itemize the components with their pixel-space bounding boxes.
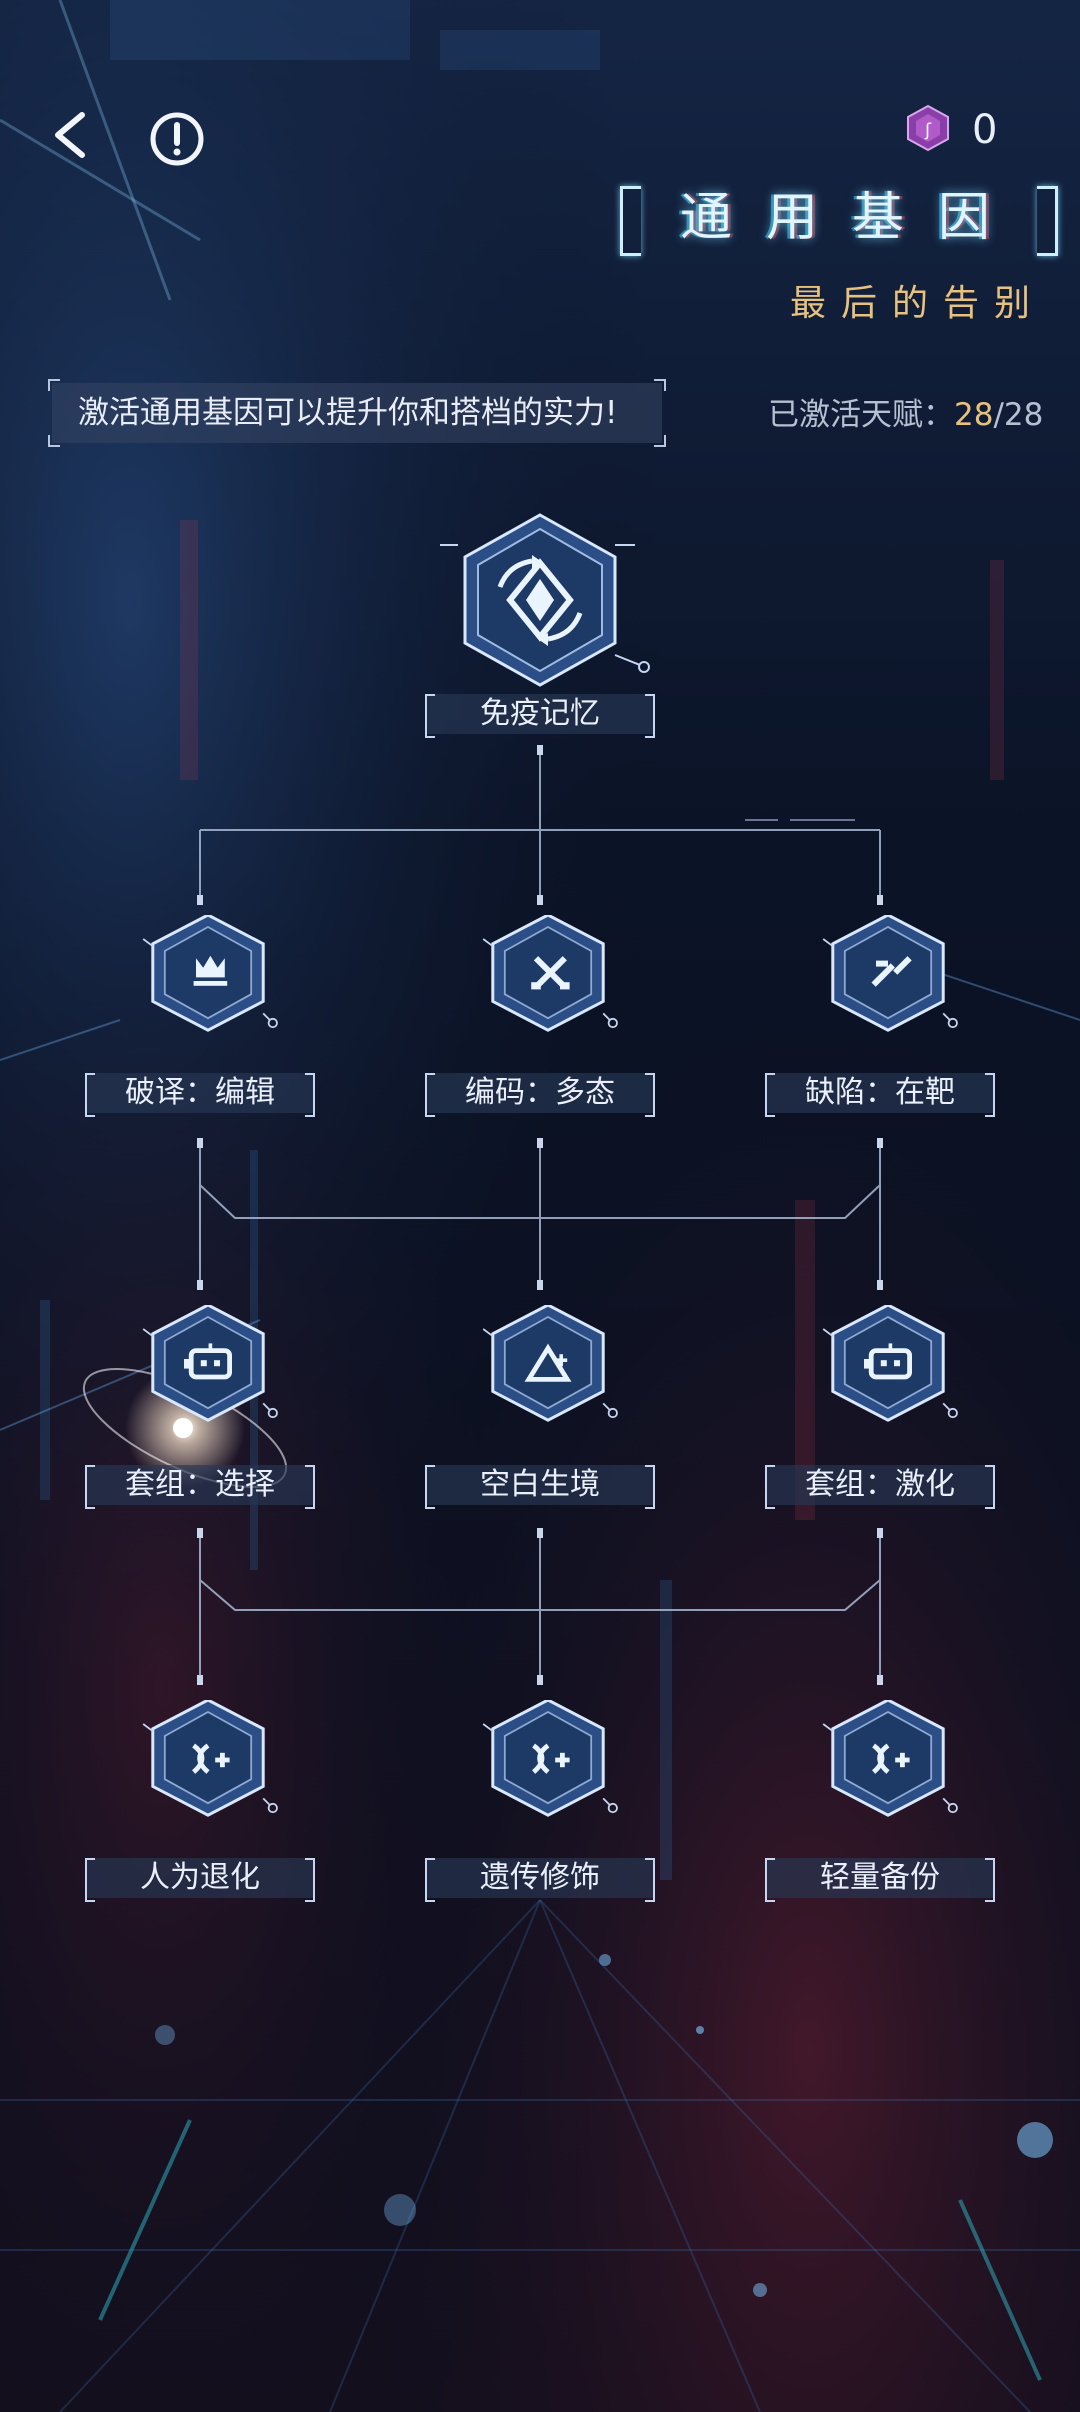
robot-head-icon (822, 1303, 958, 1422)
gene-node-label-text: 编码：多态 (465, 1075, 615, 1110)
broken-blade-icon (822, 913, 958, 1032)
gene-node-tier1-1-label: 编码：多态 (425, 1073, 655, 1117)
gene-node-root-label: 免疫记忆 (425, 694, 655, 738)
gene-node-label-text: 遗传修饰 (480, 1860, 600, 1895)
dna-plus-icon (822, 1698, 958, 1817)
gene-node-label-text: 轻量备份 (820, 1860, 940, 1895)
gene-node-tier2-1-label: 空白生境 (425, 1465, 655, 1509)
progress-total: 28 (1003, 397, 1044, 433)
page-subtitle: 最后的告别 (790, 283, 1046, 324)
dna-plus-icon (482, 1698, 618, 1817)
gene-node-root-text: 免疫记忆 (480, 696, 600, 731)
gene-node-tier3-1-label: 遗传修饰 (425, 1858, 655, 1902)
hint-text: 激活通用基因可以提升你和搭档的实力! (78, 395, 618, 431)
gene-node-tier2-2[interactable] (818, 1303, 958, 1425)
gene-node-label-text: 缺陷：在靶 (805, 1075, 955, 1110)
back-chevron-icon[interactable] (40, 105, 100, 165)
label-bracket-right (645, 1073, 655, 1117)
gene-node-tier3-0-label: 人为退化 (85, 1858, 315, 1902)
gene-node-tier3-2-label: 轻量备份 (765, 1858, 995, 1902)
hint-corner (654, 379, 666, 391)
info-exclamation-icon[interactable] (145, 107, 209, 171)
hint-corner (48, 379, 60, 391)
page-title: 通用基因 (600, 178, 1070, 258)
crossed-swords-icon (482, 913, 618, 1032)
label-bracket-left (425, 694, 435, 738)
label-bracket-left (85, 1858, 95, 1902)
label-bracket-right (985, 1465, 995, 1509)
gene-node-tier3-2[interactable] (818, 1698, 958, 1820)
label-bracket-right (305, 1858, 315, 1902)
label-bracket-left (425, 1073, 435, 1117)
title-bracket-left (620, 186, 641, 256)
currency-count: 0 (972, 107, 998, 153)
gene-node-tier1-0-label: 破译：编辑 (85, 1073, 315, 1117)
hint-corner (48, 435, 60, 447)
gene-node-tier2-1[interactable] (478, 1303, 618, 1425)
dna-plus-icon (142, 1698, 278, 1817)
label-bracket-right (305, 1073, 315, 1117)
label-bracket-right (985, 1073, 995, 1117)
gene-node-tier1-2[interactable] (818, 913, 958, 1035)
page-title-text: 通用基因 (679, 188, 1024, 248)
gene-node-label-text: 套组：选择 (125, 1467, 275, 1502)
gene-node-tier2-2-label: 套组：激化 (765, 1465, 995, 1509)
label-bracket-right (645, 694, 655, 738)
gene-node-tier2-0-label: 套组：选择 (85, 1465, 315, 1509)
hint-banner: 激活通用基因可以提升你和搭档的实力! (48, 379, 666, 447)
gene-node-label-text: 破译：编辑 (125, 1075, 275, 1110)
label-bracket-left (765, 1858, 775, 1902)
diamond-cycle-icon (440, 513, 650, 687)
purple-gem-icon: ʃ (907, 104, 949, 152)
progress-label: 已激活天赋： (768, 397, 954, 433)
label-bracket-left (85, 1073, 95, 1117)
label-bracket-left (425, 1858, 435, 1902)
gene-node-label-text: 套组：激化 (805, 1467, 955, 1502)
gene-node-tier1-2-label: 缺陷：在靶 (765, 1073, 995, 1117)
gene-node-tier1-1[interactable] (478, 913, 618, 1035)
gene-node-tier1-0[interactable] (138, 913, 278, 1035)
gene-node-label-text: 空白生境 (480, 1467, 600, 1502)
gene-node-label-text: 人为退化 (140, 1860, 260, 1895)
gene-node-tier2-0[interactable] (138, 1303, 278, 1425)
robot-head-icon (142, 1303, 278, 1422)
gene-node-root[interactable] (430, 505, 650, 695)
label-bracket-left (85, 1465, 95, 1509)
activation-progress: 已激活天赋：28/28 (768, 393, 1043, 437)
gene-node-tier3-1[interactable] (478, 1698, 618, 1820)
progress-current: 28 (954, 397, 994, 433)
title-bracket-right (1037, 186, 1058, 256)
triangle-plus-icon (482, 1303, 618, 1422)
label-bracket-right (645, 1858, 655, 1902)
progress-separator: / (993, 397, 1004, 433)
label-bracket-right (985, 1858, 995, 1902)
gene-node-tier3-0[interactable] (138, 1698, 278, 1820)
hint-corner (654, 435, 666, 447)
label-bracket-left (765, 1465, 775, 1509)
label-bracket-right (645, 1465, 655, 1509)
label-bracket-left (765, 1073, 775, 1117)
svg-text:ʃ: ʃ (924, 120, 932, 141)
label-bracket-left (425, 1465, 435, 1509)
label-bracket-right (305, 1465, 315, 1509)
crown-shield-icon (142, 913, 278, 1032)
